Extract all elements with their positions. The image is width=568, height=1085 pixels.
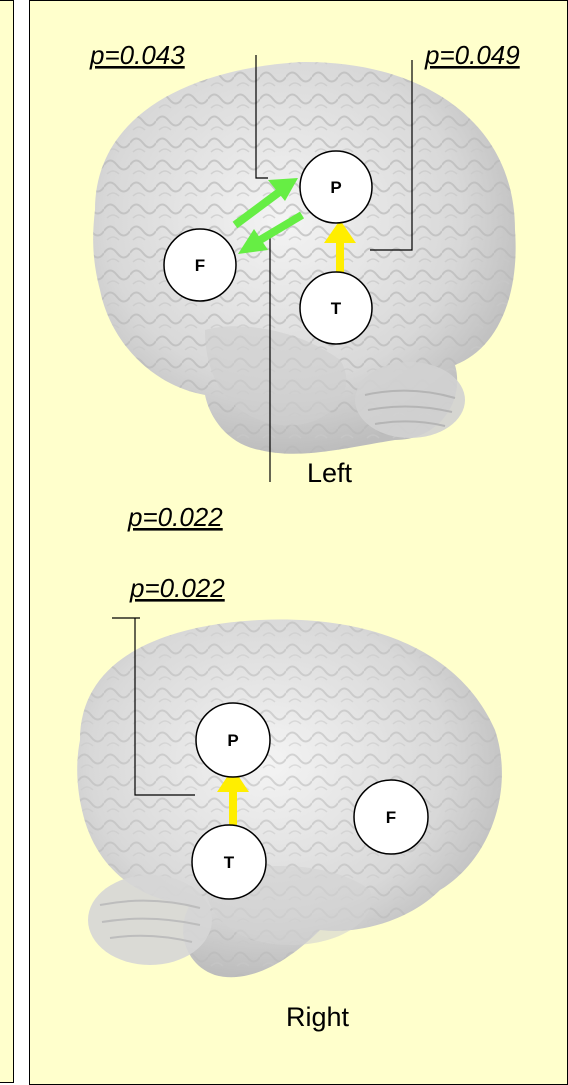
right-pvalue-leader-line <box>112 617 195 796</box>
svg-text:T: T <box>331 299 342 318</box>
left-node-t: T <box>299 271 373 345</box>
left-node-f: F <box>163 228 237 302</box>
svg-text:F: F <box>386 808 396 827</box>
left-edge-panel <box>0 0 14 1083</box>
left-pvalue-2: p=0.049 <box>424 40 520 70</box>
left-brain-image <box>93 61 516 454</box>
left-pvalue-1: p=0.043 <box>89 40 185 70</box>
right-node-t: T <box>191 824 267 900</box>
left-node-p: P <box>299 150 373 224</box>
svg-text:P: P <box>227 731 238 750</box>
svg-text:T: T <box>224 853 235 872</box>
right-yellow-arrow <box>217 768 249 828</box>
right-pvalue-1: p=0.022 <box>129 573 225 603</box>
right-node-f: F <box>353 779 429 855</box>
left-hemisphere-label: Left <box>307 458 353 488</box>
right-node-p: P <box>195 702 271 778</box>
svg-text:F: F <box>195 256 205 275</box>
left-pvalue-3: p=0.022 <box>127 502 223 532</box>
green-bidirectional-arrows <box>232 178 305 254</box>
right-brain-image <box>77 619 502 978</box>
svg-text:P: P <box>330 178 341 197</box>
right-hemisphere-label: Right <box>286 1002 350 1032</box>
left-pvalue-leader-lines <box>255 55 413 482</box>
